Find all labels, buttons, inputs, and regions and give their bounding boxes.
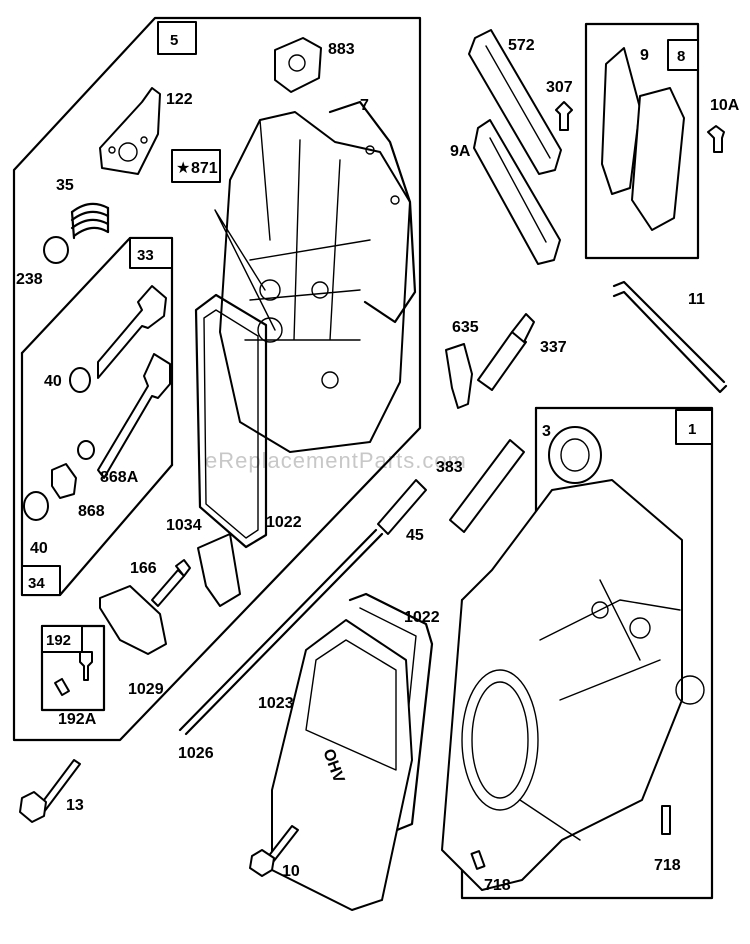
label-122: 122 (166, 91, 193, 108)
part-238-washer (43, 236, 69, 264)
part-1034-guide-plate (197, 533, 241, 607)
part-10-bolt (249, 825, 299, 877)
part-718-pin-right (661, 805, 671, 835)
label-883: 883 (328, 41, 355, 58)
part-40-seal-lower (23, 491, 49, 521)
group-33-frame: 33 (20, 236, 174, 542)
label-307: 307 (546, 79, 573, 96)
group-5-frame: 5 (12, 16, 422, 742)
label-45: 45 (406, 527, 424, 544)
label-718-left: 718 (484, 877, 511, 894)
part-868-seal (51, 463, 77, 499)
part-35-spring (70, 202, 110, 240)
part-337-spark-plug (477, 313, 535, 391)
crankcase (441, 479, 705, 891)
label-3: 3 (542, 423, 551, 440)
label-7: 7 (360, 97, 369, 114)
group-33-label: 33 (137, 247, 154, 264)
label-383: 383 (436, 459, 463, 476)
group-8-label: 8 (677, 48, 685, 65)
part-718-pin-left (470, 850, 486, 870)
label-337: 337 (540, 339, 567, 356)
label-1026: 1026 (178, 745, 214, 762)
label-11: 11 (688, 291, 705, 308)
group-8-frame: 8 (584, 22, 700, 260)
part-45-pin (377, 479, 427, 535)
part-883-gasket (274, 37, 322, 93)
part-13-bolt (19, 759, 81, 823)
part-11-dipstick-tube (612, 280, 728, 394)
part-3-oil-seal (548, 426, 602, 484)
part-9a-gasket (473, 119, 561, 265)
group-1-label: 1 (688, 421, 696, 438)
part-9-gasket (601, 47, 641, 195)
label-871: 871 (191, 160, 218, 177)
label-9a: 9A (450, 143, 471, 160)
label-40-lower: 40 (30, 540, 48, 557)
group-34-frame: 34 (20, 463, 174, 597)
label-1023: 1023 (258, 695, 294, 712)
group-192-label: 192 (46, 632, 71, 649)
label-718-right: 718 (654, 857, 681, 874)
group-5-label: 5 (170, 32, 178, 49)
group-192-frame: 192 (40, 624, 106, 712)
label-13: 13 (66, 797, 84, 814)
label-572: 572 (508, 37, 535, 54)
part-307-screw (555, 101, 573, 131)
star-icon: ★ (176, 158, 190, 177)
part-868a-keeper (77, 440, 95, 460)
label-238: 238 (16, 271, 43, 288)
label-10: 10 (282, 863, 300, 880)
valve-lower (97, 353, 171, 479)
part-635-boot (445, 343, 473, 409)
label-1034: 1034 (166, 517, 202, 534)
part-10a-screw (707, 125, 725, 153)
label-166: 166 (130, 560, 157, 577)
part-7-head-gasket (328, 100, 417, 324)
label-1022-upper: 1022 (266, 514, 302, 531)
label-9: 9 (640, 47, 649, 64)
part-1029-rocker-arm (99, 585, 167, 655)
label-868: 868 (78, 503, 105, 520)
label-635: 635 (452, 319, 479, 336)
label-40-upper: 40 (44, 373, 62, 390)
label-192a: 192A (58, 711, 97, 728)
part-166-stud (151, 569, 185, 607)
part-40-seal-upper (69, 367, 91, 393)
watermark: eReplacementParts.com (205, 448, 467, 473)
label-868a: 868A (100, 469, 139, 486)
part-1022-gasket-upper (194, 293, 268, 549)
part-8-breather-cover (631, 87, 685, 231)
part-1026-push-rod (178, 528, 378, 732)
group-34-label: 34 (28, 575, 45, 592)
label-1022-lower: 1022 (404, 609, 440, 626)
part-122-plate (99, 87, 161, 175)
part-383-guide (449, 439, 525, 533)
cylinder-head (214, 111, 411, 453)
label-35: 35 (56, 177, 74, 194)
part-572-gasket (468, 29, 562, 175)
label-10a: 10A (710, 97, 740, 114)
part-1023-rocker-cover: OHV (271, 619, 413, 911)
label-871-with-star: ★ 871 (171, 149, 221, 183)
valve-upper (97, 285, 167, 379)
label-1029: 1029 (128, 681, 164, 698)
